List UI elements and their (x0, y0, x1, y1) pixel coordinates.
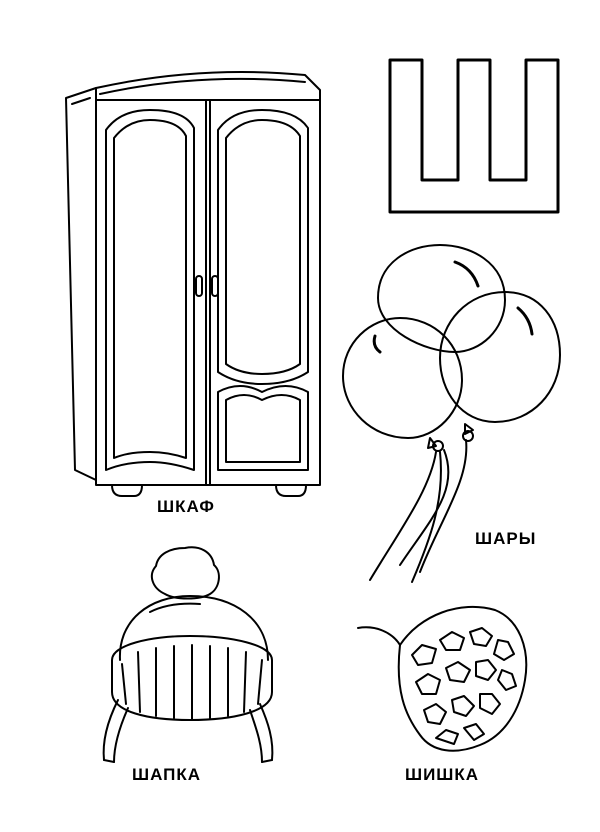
wardrobe-drawing (65, 71, 321, 497)
label-wardrobe: ШКАФ (157, 497, 215, 516)
label-hat: ШАПКА (132, 765, 202, 784)
label-balloons: ШАРЫ (475, 529, 537, 548)
label-pine-cone: ШИШКА (405, 765, 480, 784)
letter-sha-outline (388, 58, 560, 214)
balloons-drawing (342, 244, 561, 583)
hat-drawing (102, 546, 274, 763)
pine-cone-drawing (357, 605, 528, 752)
